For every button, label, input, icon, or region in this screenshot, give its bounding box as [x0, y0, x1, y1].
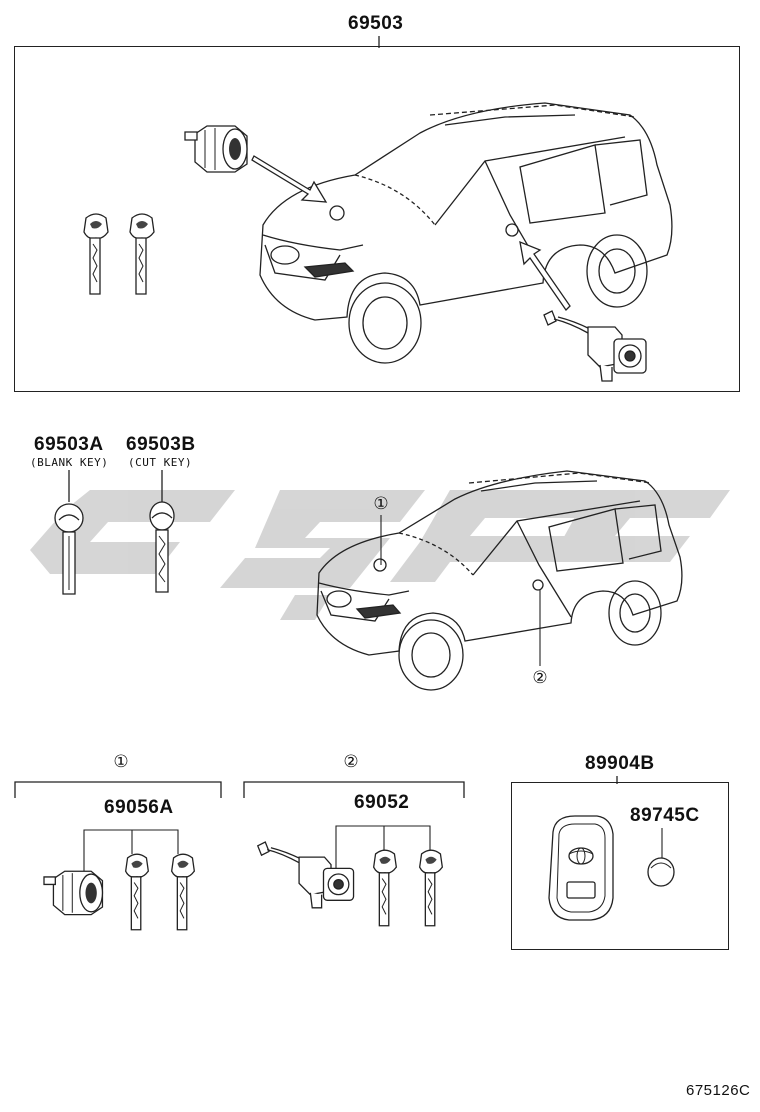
- battery-leader-line: [661, 828, 663, 858]
- blank-key-note: (BLANK KEY): [30, 456, 109, 469]
- group-2-leader-lines: [334, 816, 434, 876]
- watermark-logo: [30, 490, 730, 620]
- arrow-icon: [516, 240, 572, 312]
- group-2-marker: ②: [343, 752, 359, 771]
- door-lock-cylinder-icon: [540, 305, 655, 385]
- key-icon: [166, 850, 200, 932]
- callout-leader-line: [380, 515, 382, 565]
- diagram-reference-id: 675126C: [686, 1082, 751, 1099]
- group-1-bracket: [14, 781, 222, 799]
- cut-key-icon: [138, 470, 188, 600]
- group-1-leader-lines: [80, 820, 184, 876]
- group-1-marker: ①: [113, 752, 129, 771]
- callout-marker-1: ①: [373, 494, 389, 513]
- ignition-cylinder-icon: [44, 864, 110, 920]
- key-icon: [368, 846, 402, 928]
- blank-key-icon: [45, 470, 95, 600]
- key-icon: [124, 210, 160, 296]
- key-icon: [78, 210, 114, 296]
- smart-key-fob-icon: [545, 812, 617, 924]
- vehicle-illustration: [245, 95, 685, 365]
- key-icon: [120, 850, 154, 932]
- callout-marker-2: ②: [532, 668, 548, 687]
- assembly-frame: [14, 46, 740, 392]
- group-1-part-number: 69056A: [104, 797, 174, 818]
- battery-part-number: 89745C: [630, 805, 700, 826]
- cut-key-note: (CUT KEY): [128, 456, 193, 469]
- arrow-icon: [250, 150, 330, 206]
- ignition-cylinder-icon: [185, 120, 255, 176]
- group-2-part-number: 69052: [354, 792, 410, 813]
- callout-leader-line: [539, 590, 541, 666]
- vehicle-illustration: [305, 465, 690, 695]
- group-2-bracket: [243, 781, 465, 799]
- cut-key-part-number: 69503B: [126, 434, 196, 455]
- door-lock-cylinder-icon: [254, 836, 362, 912]
- blank-key-part-number: 69503A: [34, 434, 104, 455]
- smart-key-frame: [511, 782, 729, 950]
- key-icon: [414, 846, 448, 928]
- battery-icon: [646, 856, 676, 888]
- smart-key-part-number: 89904B: [585, 753, 655, 774]
- assembly-part-number: 69503: [348, 13, 404, 34]
